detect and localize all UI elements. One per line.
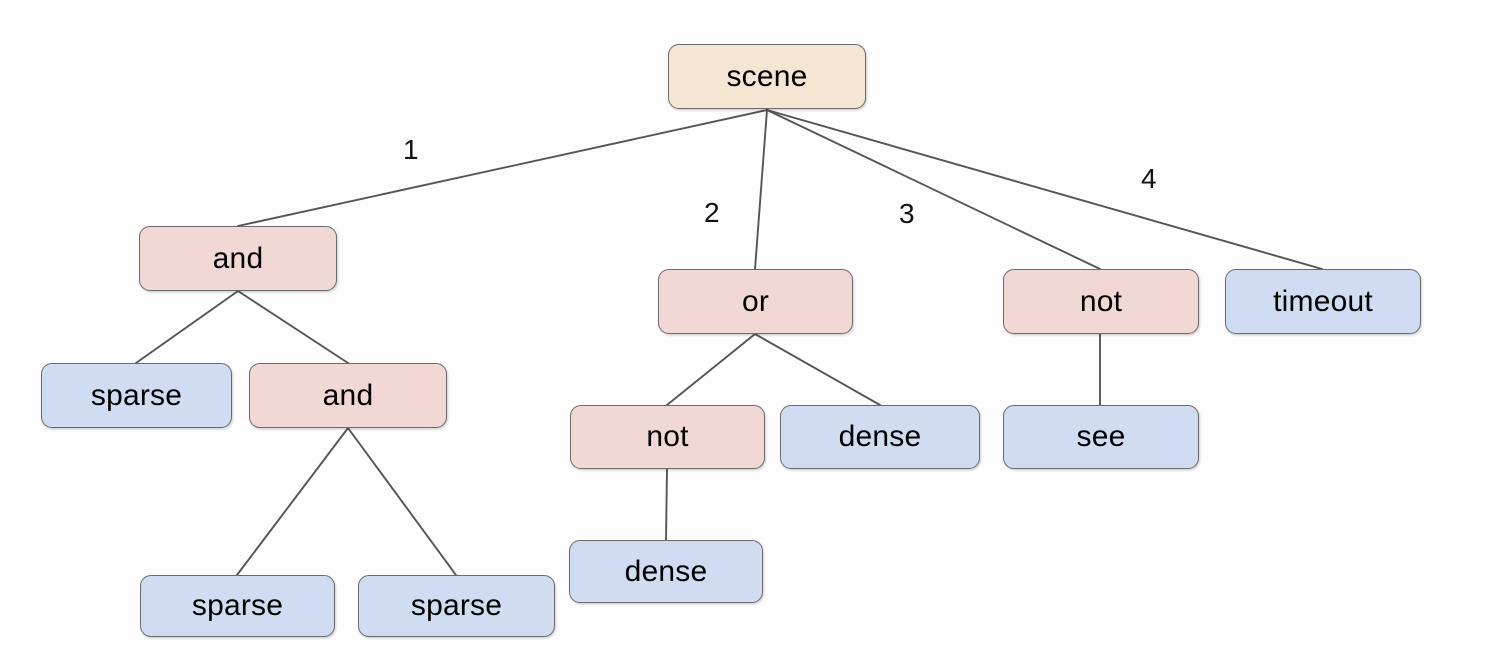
- tree-edge-or1-to-not2: [666, 333, 756, 406]
- tree-edge-and1-to-and2: [237, 290, 349, 364]
- tree-edge-scene-to-timeout1: [766, 109, 1323, 270]
- edge-label-1: 1: [403, 134, 419, 165]
- tree-node-label: sparse: [90, 378, 183, 412]
- tree-edge-scene-to-or1: [754, 109, 768, 270]
- tree-node-timeout1[interactable]: timeout: [1225, 269, 1421, 334]
- tree-node-not1[interactable]: not: [1003, 269, 1199, 334]
- tree-node-and2[interactable]: and: [249, 363, 447, 428]
- tree-node-label: not: [1079, 284, 1123, 318]
- tree-node-label: sparse: [410, 589, 503, 622]
- tree-node-sparse1[interactable]: sparse: [41, 363, 232, 428]
- tree-node-scene[interactable]: scene: [668, 44, 866, 109]
- tree-node-dense2[interactable]: dense: [569, 540, 763, 603]
- tree-edge-scene-to-and1: [237, 109, 768, 227]
- edge-label-2: 2: [704, 197, 720, 228]
- edge-label-3: 3: [899, 198, 915, 229]
- tree-node-not2[interactable]: not: [570, 405, 765, 469]
- tree-edge-scene-to-not1: [766, 109, 1101, 270]
- tree-node-and1[interactable]: and: [139, 226, 337, 291]
- tree-node-label: dense: [838, 420, 922, 453]
- tree-node-label: and: [322, 378, 374, 412]
- tree-edge-not2-to-dense2: [665, 468, 668, 541]
- tree-edge-and2-to-sparse3: [347, 427, 457, 576]
- tree-node-label: sparse: [191, 589, 284, 622]
- edge-label-4: 4: [1141, 163, 1157, 194]
- tree-node-sparse3[interactable]: sparse: [358, 575, 555, 637]
- tree-node-sparse2[interactable]: sparse: [140, 575, 335, 637]
- tree-node-dense1[interactable]: dense: [780, 405, 980, 469]
- tree-edge-and1-to-sparse1: [135, 290, 239, 364]
- tree-node-label: and: [212, 241, 264, 275]
- tree-node-label: not: [646, 420, 689, 453]
- tree-edge-and2-to-sparse2: [236, 427, 349, 576]
- tree-node-or1[interactable]: or: [658, 269, 853, 334]
- tree-node-label: see: [1076, 420, 1126, 453]
- tree-node-label: dense: [624, 554, 708, 588]
- tree-edge-or1-to-dense1: [754, 333, 881, 406]
- tree-node-label: scene: [726, 59, 808, 93]
- tree-node-see1[interactable]: see: [1003, 405, 1199, 469]
- tree-node-label: timeout: [1273, 284, 1373, 318]
- tree-node-label: or: [741, 284, 770, 318]
